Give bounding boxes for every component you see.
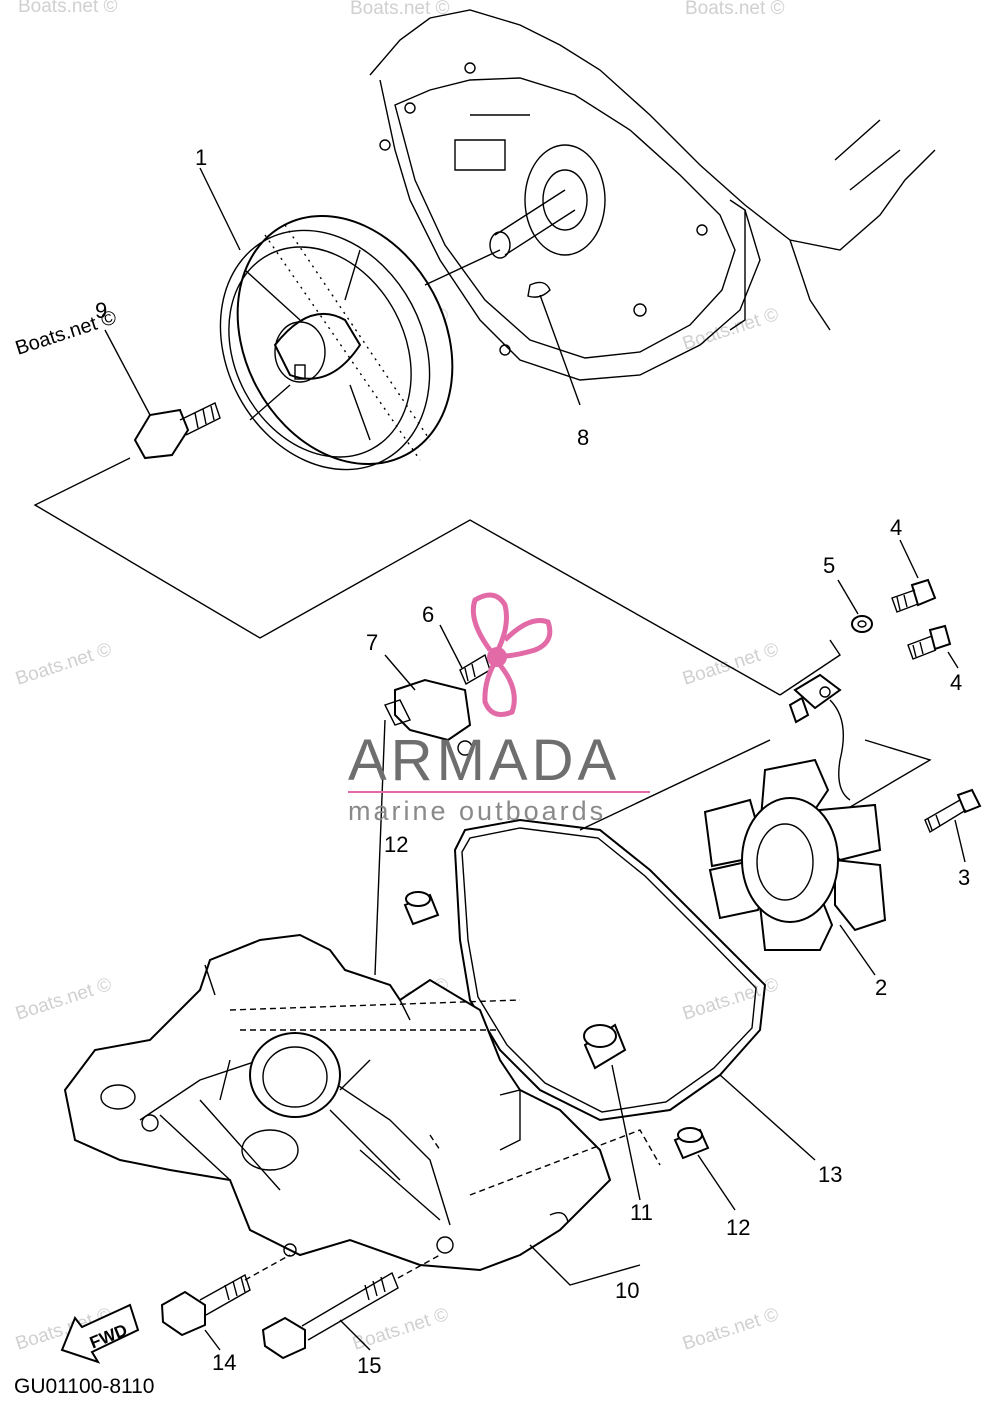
flywheel-bolt xyxy=(104,329,221,460)
watermark-text: Boats.net © xyxy=(680,1304,781,1355)
part-label: 11 xyxy=(630,1200,653,1225)
lead-clamp xyxy=(374,654,473,976)
part-label: 7 xyxy=(366,630,378,655)
part-label: 12 xyxy=(384,832,408,857)
fwd-arrow-icon: FWD xyxy=(60,1303,140,1364)
dowel-pin xyxy=(403,891,440,926)
washer xyxy=(851,615,873,633)
part-label: 5 xyxy=(823,553,835,578)
part-label: 10 xyxy=(615,1278,639,1303)
leader-line xyxy=(837,579,859,615)
screw xyxy=(891,539,937,613)
part-label: 6 xyxy=(422,602,434,627)
cover-bolt-long xyxy=(261,1254,441,1360)
watermark-text: Boats.net © xyxy=(18,0,118,17)
part-label: 9 xyxy=(95,298,107,323)
brand-logo: ARMADA marine outboards xyxy=(348,592,650,826)
engine-crankcase xyxy=(369,9,936,381)
leader-line xyxy=(539,294,581,406)
part-label: 12 xyxy=(726,1215,750,1240)
washer-hole xyxy=(857,620,867,628)
leader-line xyxy=(719,1074,816,1161)
diagram-code: GU01100-8110 xyxy=(14,1375,155,1398)
part-label: 4 xyxy=(950,670,962,695)
watermark-text: Boats.net © xyxy=(13,974,114,1025)
watermark-text: Boats.net © xyxy=(680,974,781,1025)
leader-line xyxy=(199,167,241,251)
leader-line xyxy=(529,1244,641,1286)
propeller-icon xyxy=(470,592,553,717)
stator-bolt xyxy=(924,788,982,863)
cover-bolt-short xyxy=(160,1254,291,1351)
cover-gasket-inner xyxy=(461,827,757,1113)
part-label: 3 xyxy=(958,865,970,890)
watermark-text: Boats.net © xyxy=(350,0,450,19)
assembly-line xyxy=(33,457,781,696)
brand-name: ARMADA xyxy=(348,728,620,793)
part-label: 1 xyxy=(195,145,207,170)
dowel-pin xyxy=(583,1023,641,1201)
watermark-text: Boats.net © xyxy=(13,639,114,690)
watermark-text: Boats.net © xyxy=(685,0,785,19)
leader-line xyxy=(424,249,501,286)
brand-tagline: marine outboards xyxy=(348,796,606,826)
flywheel xyxy=(219,214,454,471)
part-label: 8 xyxy=(577,425,589,450)
part-labels: 1 2 3 4 4 5 6 7 8 9 10 11 12 12 13 14 15 xyxy=(95,145,970,1378)
part-label: 4 xyxy=(890,515,902,540)
screw xyxy=(907,624,959,669)
flywheel-cover xyxy=(63,933,661,1272)
assembly-line xyxy=(779,639,841,696)
part-label: 2 xyxy=(875,975,887,1000)
part-label: 14 xyxy=(212,1350,236,1375)
part-label: 15 xyxy=(357,1353,381,1378)
part-label: 13 xyxy=(818,1162,842,1187)
stator-assembly xyxy=(703,758,887,976)
watermark-text: Boats.net © xyxy=(350,1304,451,1355)
assembly-line xyxy=(579,739,771,831)
dowel-pin xyxy=(673,1127,736,1211)
pulser-coil xyxy=(788,673,851,801)
